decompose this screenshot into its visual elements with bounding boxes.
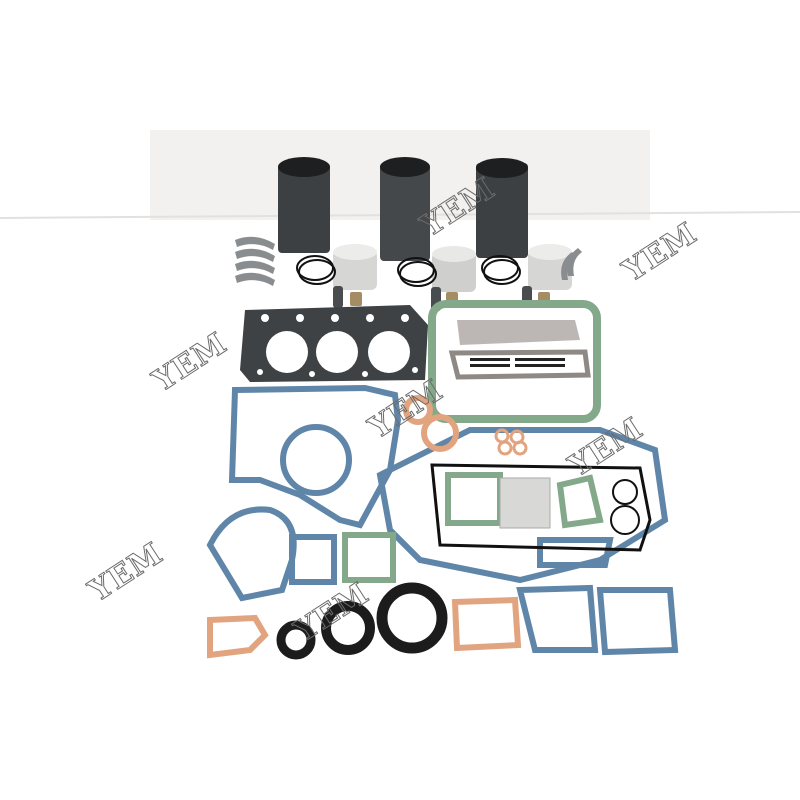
piston-rings <box>296 255 521 287</box>
pistons <box>333 244 572 292</box>
head-gasket <box>240 305 428 382</box>
graphite-gasket <box>499 477 551 529</box>
copper-washers <box>494 428 528 456</box>
cover-seal <box>430 463 652 552</box>
blue-gaskets <box>206 384 679 656</box>
cylinder-liners <box>278 157 528 261</box>
copper-gaskets <box>207 395 522 659</box>
bearing-shells <box>235 236 582 286</box>
piston-pins <box>333 286 550 311</box>
oil-pan-gasket <box>428 300 601 423</box>
oil-seals <box>276 582 448 660</box>
